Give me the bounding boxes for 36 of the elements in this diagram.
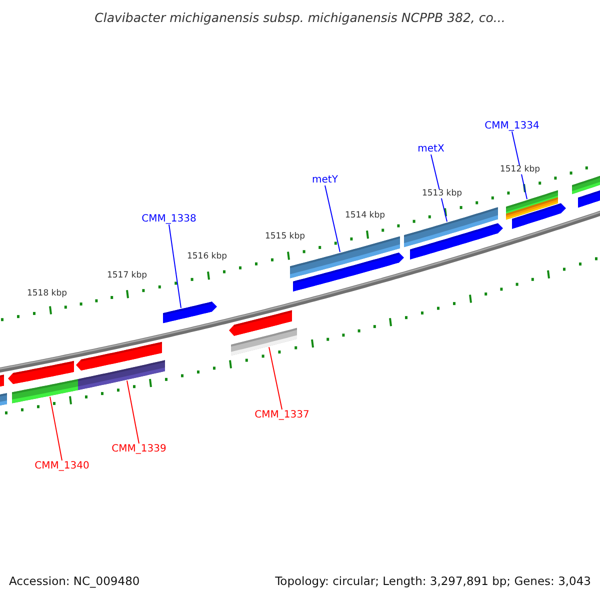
gene-label: CMM_1339	[112, 444, 166, 454]
gene-feature	[293, 252, 404, 292]
leader-line	[126, 380, 140, 444]
gene-label: CMM_1338	[142, 214, 196, 224]
genome-info-text: Topology: circular; Length: 3,297,891 bp; Genes: 3,043	[275, 574, 591, 588]
gene-label: metY	[312, 174, 338, 186]
gene-label: CMM_1337	[254, 410, 310, 420]
gene-feature	[163, 302, 217, 324]
leader-line	[50, 396, 62, 461]
scale-label: 1512 kbp	[498, 165, 542, 175]
accession-text: Accession: NC_009480	[9, 574, 140, 588]
scale-label: 1516 kbp	[186, 252, 228, 262]
gene-feature	[229, 310, 292, 336]
gene-bar	[0, 374, 4, 388]
gene-bar	[572, 174, 600, 194]
gene-feature	[512, 203, 566, 229]
gene-label: CMM_1340	[34, 460, 90, 472]
gene-label: CMM_1334	[484, 120, 540, 132]
leader-line	[512, 131, 528, 200]
leader-line	[268, 346, 282, 410]
scale-label: 1518 kbp	[26, 289, 68, 299]
title: Clavibacter michiganensis subsp. michiganensis NCPPB 382, co...	[94, 11, 506, 25]
scale-label: 1514 kbp	[344, 211, 386, 221]
leader-line	[168, 224, 182, 308]
scale-label: 1513 kbp	[420, 189, 464, 199]
gene-feature	[410, 223, 503, 260]
leader-line	[430, 154, 448, 222]
leader-line	[324, 185, 340, 252]
gene-label: metX	[418, 144, 444, 154]
gene-bar	[0, 393, 7, 406]
scale-label: 1515 kbp	[264, 232, 306, 242]
gene-feature	[8, 360, 74, 384]
gene-bar	[578, 188, 600, 208]
scale-label: 1517 kbp	[106, 271, 148, 281]
gene-bar	[12, 379, 78, 404]
gene-feature	[76, 342, 162, 370]
